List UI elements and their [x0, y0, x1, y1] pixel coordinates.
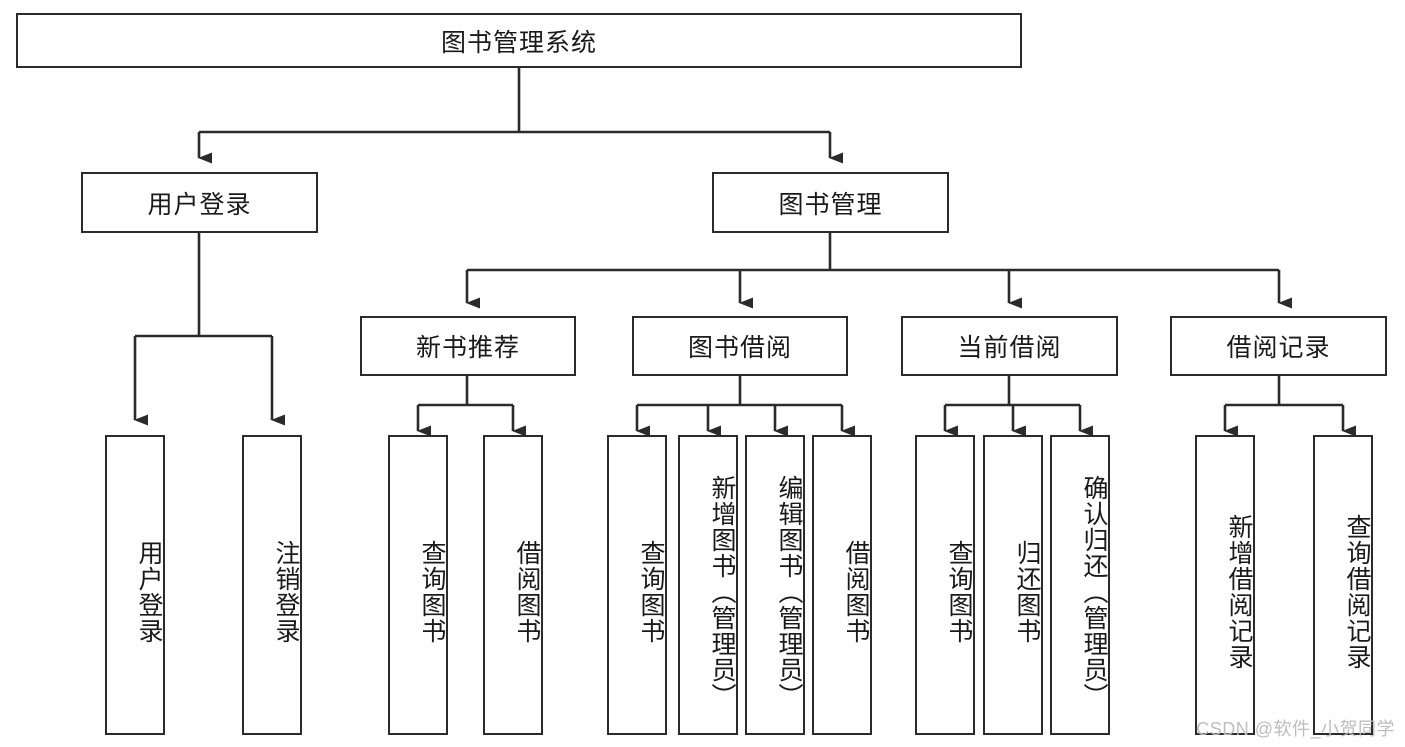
- node-leaf-user-login[interactable]: 用户登录: [105, 435, 165, 735]
- node-borrow-record[interactable]: 借阅记录: [1170, 316, 1387, 376]
- node-borrow-record-label: 借阅记录: [1226, 334, 1331, 362]
- node-book-borrow[interactable]: 图书借阅: [632, 316, 848, 376]
- node-leaf-borrow-book-1-label: 借阅图书: [513, 540, 541, 644]
- node-leaf-query-record[interactable]: 查询借阅记录: [1313, 435, 1373, 735]
- node-leaf-add-book[interactable]: 新增图书（管理员）: [678, 435, 738, 735]
- node-leaf-logout[interactable]: 注销登录: [242, 435, 302, 735]
- node-new-book-rec-label: 新书推荐: [415, 334, 520, 362]
- node-leaf-user-login-label: 用户登录: [135, 540, 163, 644]
- node-leaf-return-book[interactable]: 归还图书: [983, 435, 1043, 735]
- node-root[interactable]: 图书管理系统: [16, 13, 1022, 68]
- node-leaf-query-book-2-label: 查询图书: [637, 540, 665, 644]
- node-leaf-query-book-3-label: 查询图书: [945, 540, 973, 644]
- node-leaf-add-record[interactable]: 新增借阅记录: [1195, 435, 1255, 735]
- node-leaf-borrow-book-1[interactable]: 借阅图书: [483, 435, 543, 735]
- node-leaf-borrow-book-2-label: 借阅图书: [842, 540, 870, 644]
- node-book-manage-label: 图书管理: [778, 190, 883, 219]
- node-current-borrow[interactable]: 当前借阅: [901, 316, 1118, 376]
- node-leaf-add-record-label: 新增借阅记录: [1225, 514, 1253, 670]
- node-new-book-rec[interactable]: 新书推荐: [360, 316, 576, 376]
- node-leaf-query-book-3[interactable]: 查询图书: [915, 435, 975, 735]
- node-book-manage[interactable]: 图书管理: [712, 172, 949, 233]
- node-leaf-query-book-2[interactable]: 查询图书: [607, 435, 667, 735]
- node-leaf-edit-book[interactable]: 编辑图书（管理员）: [745, 435, 805, 735]
- node-current-borrow-label: 当前借阅: [957, 334, 1062, 362]
- node-leaf-edit-book-label: 编辑图书（管理员）: [775, 475, 803, 709]
- node-leaf-query-book-1[interactable]: 查询图书: [388, 435, 448, 735]
- node-leaf-logout-label: 注销登录: [272, 540, 300, 644]
- node-root-label: 图书管理系统: [440, 28, 597, 57]
- node-leaf-return-book-label: 归还图书: [1013, 540, 1041, 644]
- node-leaf-query-record-label: 查询借阅记录: [1343, 514, 1371, 670]
- node-leaf-confirm-return-label: 确认归还（管理员）: [1080, 475, 1108, 709]
- node-leaf-confirm-return[interactable]: 确认归还（管理员）: [1050, 435, 1110, 735]
- node-user-login-label: 用户登录: [147, 190, 252, 219]
- node-leaf-query-book-1-label: 查询图书: [418, 540, 446, 644]
- node-book-borrow-label: 图书借阅: [687, 334, 792, 362]
- node-leaf-borrow-book-2[interactable]: 借阅图书: [812, 435, 872, 735]
- node-user-login[interactable]: 用户登录: [81, 172, 318, 233]
- node-leaf-add-book-label: 新增图书（管理员）: [708, 475, 736, 709]
